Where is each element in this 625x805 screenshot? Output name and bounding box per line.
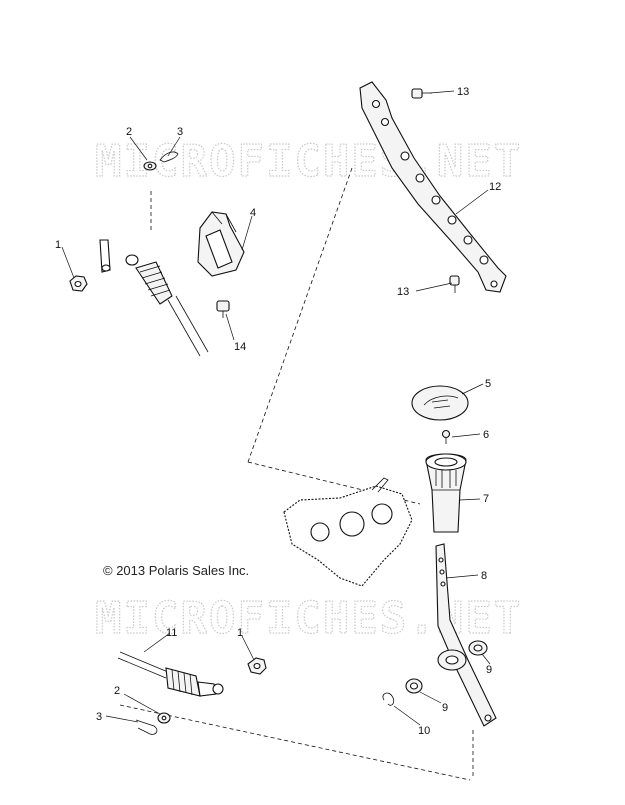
leader-11 (143, 632, 171, 653)
leader-10 (393, 705, 421, 726)
callout-2-bottom: 2 (114, 685, 120, 697)
leader-4 (241, 215, 253, 251)
leader-9-right (481, 653, 491, 665)
callout-6: 6 (483, 429, 489, 441)
cotter-pin-3-bottom (135, 719, 158, 735)
callout-9-right: 9 (486, 664, 492, 676)
watermark-bottom: MICROFICHES.NET (95, 593, 522, 644)
callout-7: 7 (483, 493, 489, 505)
leader-8 (445, 574, 479, 579)
leader-2-bottom (123, 693, 161, 715)
leader-1-bottom (241, 635, 255, 661)
callout-3-top: 3 (177, 126, 183, 138)
shift-lever-8 (435, 543, 497, 727)
leader-7 (459, 498, 481, 501)
callout-3-bottom: 3 (96, 711, 102, 723)
leader-9-left (419, 691, 442, 704)
clip-10 (382, 692, 395, 706)
leader-12 (455, 189, 489, 215)
link-stub-top (99, 239, 111, 273)
leader-14 (225, 313, 235, 341)
callout-8: 8 (481, 570, 487, 582)
leader-3-bottom (105, 715, 139, 723)
nut-1-top (69, 275, 88, 292)
callout-5: 5 (485, 378, 491, 390)
leader-2-top (129, 136, 148, 161)
cotter-pin-3-top (159, 151, 179, 163)
shift-cable-11 (117, 651, 224, 697)
leader-1-top (61, 246, 75, 279)
leader-6 (451, 433, 481, 438)
watermark-top: MICROFICHES.NET (95, 136, 522, 187)
leader-13-bottom (415, 282, 453, 292)
callout-9-left: 9 (442, 702, 448, 714)
leader-3-top (167, 136, 181, 157)
callout-14: 14 (234, 341, 246, 353)
bushing-9-left (405, 678, 423, 694)
callout-13-bottom: 13 (397, 286, 409, 298)
bolt-14 (216, 300, 230, 318)
shift-cable-top (125, 254, 209, 357)
assembly-line-cable (119, 704, 471, 781)
callout-4: 4 (250, 207, 256, 219)
shift-knob-7 (425, 453, 467, 533)
cable-bracket-4 (197, 211, 245, 277)
knob-cap-5 (411, 385, 469, 421)
callout-2-top: 2 (126, 126, 132, 138)
copyright-notice: © 2013 Polaris Sales Inc. (103, 563, 250, 578)
callout-11: 11 (166, 627, 177, 639)
leader-5 (461, 383, 484, 395)
callout-13-top: 13 (457, 86, 469, 98)
callout-10: 10 (418, 725, 430, 737)
assembly-line-bracket (247, 167, 353, 463)
callout-1-bottom: 1 (237, 627, 243, 639)
screw-6 (441, 429, 451, 444)
bolt-13-top (411, 88, 432, 99)
bolt-13-bottom (449, 275, 460, 293)
leader-13-top (429, 90, 455, 94)
nut-1-bottom (247, 657, 267, 675)
bracket-12 (359, 81, 507, 293)
shifter-base-plate (283, 477, 413, 587)
washer-2-bottom (157, 712, 171, 724)
washer-2-top (143, 161, 157, 171)
callout-1-top: 1 (55, 239, 61, 251)
bushing-9-right (468, 640, 488, 656)
callout-12: 12 (489, 181, 501, 193)
